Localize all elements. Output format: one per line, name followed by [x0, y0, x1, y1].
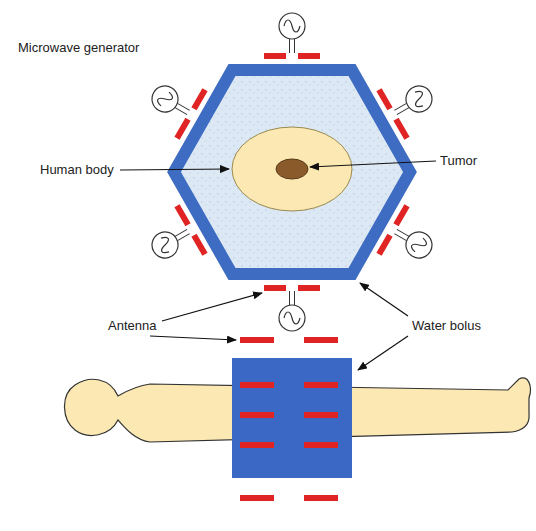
generator-antenna — [376, 204, 444, 275]
tumor-label: Tumor — [440, 153, 477, 169]
body-label: Human body — [40, 162, 114, 178]
generator-antenna — [264, 13, 320, 59]
antenna-rows — [240, 337, 338, 501]
water-bolus-side — [232, 358, 352, 478]
generator-antenna — [140, 68, 208, 139]
generator-antenna — [140, 204, 208, 275]
body-section — [232, 127, 352, 211]
leader-arrows — [120, 161, 436, 370]
tumor — [276, 159, 308, 179]
generator-label: Microwave generator — [18, 40, 139, 56]
antenna-label: Antenna — [108, 318, 156, 334]
generator-antenna — [376, 68, 444, 139]
bolus-label: Water bolus — [412, 318, 481, 334]
generator-antenna — [264, 285, 320, 331]
water-bolus — [174, 70, 410, 274]
